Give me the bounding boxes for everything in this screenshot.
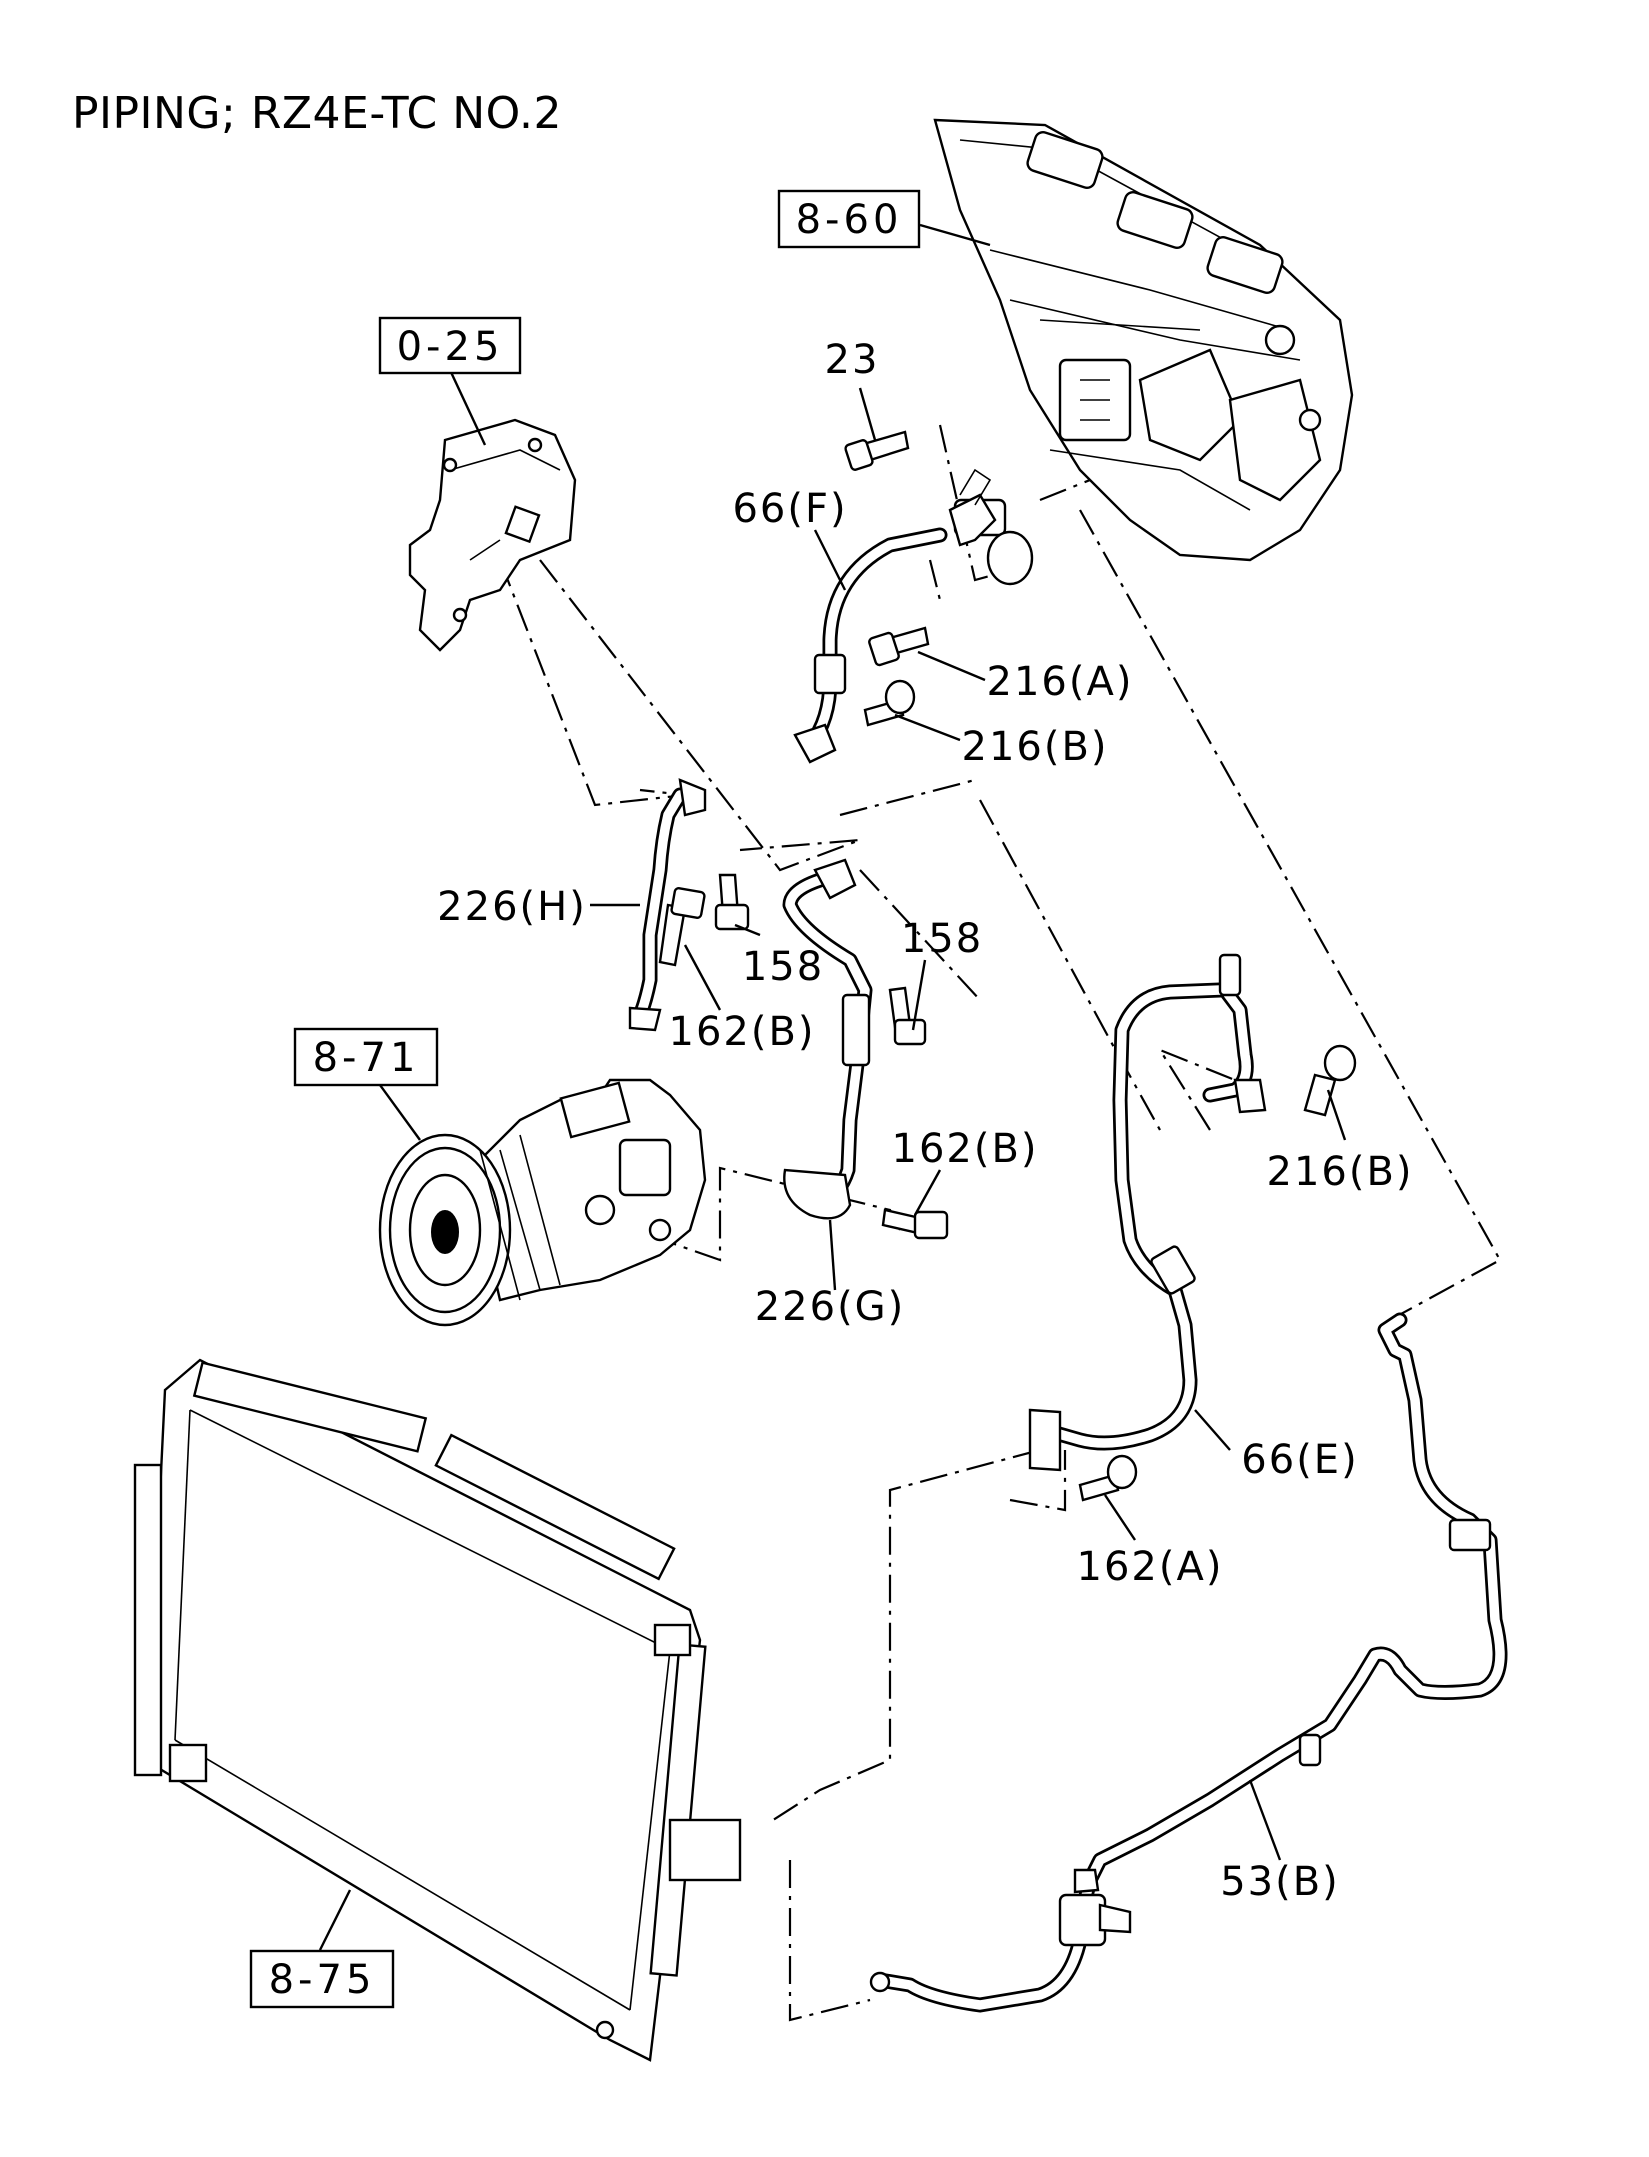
ref-label-8-75: 8-75	[269, 1957, 376, 2003]
bolt-162b-left	[658, 887, 706, 967]
bracket-illustration	[408, 418, 577, 652]
condenser-illustration	[133, 1358, 742, 2062]
hvac-fitting-group	[948, 468, 1034, 586]
hose-66e	[1028, 953, 1267, 1472]
bolt-158-right	[888, 986, 927, 1046]
callout-162a: 162(A)	[1077, 1544, 1224, 1590]
leader-8-71	[379, 1084, 421, 1141]
callout-158-right: 158	[901, 916, 983, 962]
compressor-illustration	[378, 1078, 707, 1327]
callout-216b-right: 216(B)	[1267, 1149, 1414, 1195]
diagram-title: PIPING; RZ4E-TC NO.2	[72, 88, 562, 139]
ref-label-8-71: 8-71	[313, 1035, 420, 1081]
callout-162b-right: 162(B)	[892, 1126, 1039, 1172]
callout-66e: 66(E)	[1241, 1437, 1358, 1483]
bolt-158-left	[714, 873, 750, 931]
leader-8-60	[919, 223, 991, 247]
bolt-216b-right	[1303, 1044, 1357, 1117]
ref-box-0-25: 0-25	[378, 316, 522, 375]
hvac-unit-illustration	[933, 118, 1354, 562]
callout-labels: 23 66(F) 216(A) 216(B) 226(H) 158 158 16…	[437, 337, 1414, 1905]
pipe-66f	[793, 527, 948, 764]
bolt-216a	[868, 626, 930, 667]
callout-162b-left: 162(B)	[669, 1009, 816, 1055]
pipe-226h	[628, 778, 707, 1032]
ref-box-8-75: 8-75	[249, 1949, 395, 2009]
ref-label-8-60: 8-60	[796, 197, 903, 243]
ref-box-8-71: 8-71	[293, 1027, 439, 1087]
callout-66f: 66(F)	[732, 486, 847, 532]
ref-box-8-60: 8-60	[777, 189, 921, 249]
bolt-216b-upper	[863, 679, 916, 727]
leader-8-75	[318, 1889, 352, 1951]
callout-158-left: 158	[742, 944, 824, 990]
bolt-162b-right	[881, 1208, 949, 1240]
leader-0-25	[448, 369, 487, 446]
callout-226g: 226(G)	[755, 1284, 906, 1330]
callout-216a: 216(A)	[987, 659, 1134, 705]
bolt-23	[844, 430, 910, 471]
ref-label-0-25: 0-25	[397, 324, 504, 370]
callout-216b-upper: 216(B)	[962, 724, 1109, 770]
pipe-53b	[869, 1312, 1508, 2013]
pipe-226g	[782, 858, 873, 1220]
callout-226h: 226(H)	[437, 884, 587, 930]
callout-53b: 53(B)	[1220, 1859, 1340, 1905]
callout-leaders	[590, 387, 1347, 1861]
callout-23: 23	[825, 337, 880, 383]
bolt-162a	[1078, 1454, 1138, 1502]
